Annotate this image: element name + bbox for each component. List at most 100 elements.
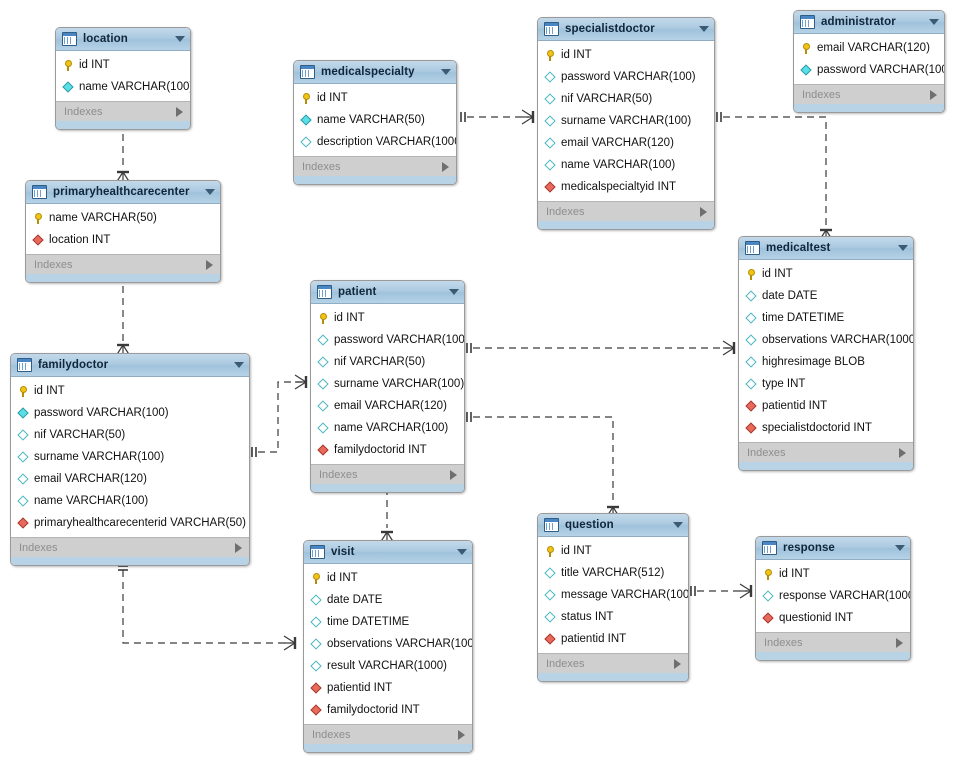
column-row[interactable]: medicalspecialtyid INT [538,176,714,198]
triangle-right-icon[interactable] [930,89,937,100]
column-row[interactable]: description VARCHAR(1000) [294,131,456,153]
indexes-section-patient[interactable]: Indexes [311,464,464,484]
column-row[interactable]: email VARCHAR(120) [311,395,464,417]
triangle-right-icon[interactable] [450,469,457,480]
triangle-right-icon[interactable] [899,447,906,458]
column-row[interactable]: name VARCHAR(50) [26,207,220,229]
column-row[interactable]: id INT [311,307,464,329]
column-row[interactable]: name VARCHAR(100) [56,76,190,98]
column-row[interactable]: patientid INT [739,395,913,417]
triangle-right-icon[interactable] [206,259,213,270]
table-header-response[interactable]: response [756,537,910,560]
column-row[interactable]: nif VARCHAR(50) [311,351,464,373]
table-header-familydoctor[interactable]: familydoctor [11,354,249,377]
column-row[interactable]: patientid INT [538,628,688,650]
chevron-down-icon[interactable] [175,36,185,42]
table-header-question[interactable]: question [538,514,688,537]
column-row[interactable]: id INT [538,540,688,562]
column-row[interactable]: id INT [756,563,910,585]
chevron-down-icon[interactable] [457,549,467,555]
column-row[interactable]: title VARCHAR(512) [538,562,688,584]
triangle-right-icon[interactable] [700,206,707,217]
indexes-section-primaryhealthcarecenter[interactable]: Indexes [26,254,220,274]
rel-specialistdoctor-medicaltest[interactable] [716,112,834,242]
column-row[interactable]: id INT [538,44,714,66]
column-row[interactable]: surname VARCHAR(100) [11,446,249,468]
rel-familydoctor-patient[interactable] [251,374,308,457]
table-header-administrator[interactable]: administrator [794,11,944,34]
column-row[interactable]: location INT [26,229,220,251]
indexes-section-visit[interactable]: Indexes [304,724,472,744]
column-row[interactable]: password VARCHAR(100) [11,402,249,424]
column-row[interactable]: observations VARCHAR(1000) [739,329,913,351]
chevron-down-icon[interactable] [234,362,244,368]
table-header-medicalspecialty[interactable]: medicalspecialty [294,61,456,84]
table-header-location[interactable]: location [56,28,190,51]
column-row[interactable]: email VARCHAR(120) [794,37,944,59]
indexes-section-question[interactable]: Indexes [538,653,688,673]
chevron-down-icon[interactable] [673,522,683,528]
column-row[interactable]: result VARCHAR(1000) [304,655,472,677]
column-row[interactable]: id INT [304,567,472,589]
column-row[interactable]: familydoctorid INT [304,699,472,721]
rel-patient-medicaltest[interactable] [466,340,736,356]
chevron-down-icon[interactable] [205,189,215,195]
column-row[interactable]: password VARCHAR(100) [794,59,944,81]
table-header-medicaltest[interactable]: medicaltest [739,237,913,260]
column-row[interactable]: nif VARCHAR(50) [538,88,714,110]
indexes-section-familydoctor[interactable]: Indexes [11,537,249,557]
chevron-down-icon[interactable] [449,289,459,295]
column-row[interactable]: familydoctorid INT [311,439,464,461]
chevron-down-icon[interactable] [441,69,451,75]
column-row[interactable]: id INT [56,54,190,76]
column-row[interactable]: password VARCHAR(100) [311,329,464,351]
column-row[interactable]: specialistdoctorid INT [739,417,913,439]
column-row[interactable]: highresimage BLOB [739,351,913,373]
indexes-section-location[interactable]: Indexes [56,101,190,121]
column-row[interactable]: nif VARCHAR(50) [11,424,249,446]
column-row[interactable]: message VARCHAR(1000) [538,584,688,606]
rel-ms-specialty-specialistdoctor[interactable] [460,109,535,125]
column-row[interactable]: surname VARCHAR(100) [311,373,464,395]
column-row[interactable]: response VARCHAR(1000) [756,585,910,607]
column-row[interactable]: name VARCHAR(100) [11,490,249,512]
column-row[interactable]: id INT [11,380,249,402]
triangle-right-icon[interactable] [235,542,242,553]
column-row[interactable]: email VARCHAR(120) [538,132,714,154]
column-row[interactable]: type INT [739,373,913,395]
indexes-section-response[interactable]: Indexes [756,632,910,652]
chevron-down-icon[interactable] [929,19,939,25]
table-administrator[interactable]: administrator email VARCHAR(120)password … [793,10,945,113]
column-row[interactable]: id INT [739,263,913,285]
triangle-right-icon[interactable] [442,161,449,172]
column-row[interactable]: questionid INT [756,607,910,629]
column-row[interactable]: observations VARCHAR(1000) [304,633,472,655]
indexes-section-medicaltest[interactable]: Indexes [739,442,913,462]
rel-patient-question[interactable] [466,412,621,519]
column-row[interactable]: password VARCHAR(100) [538,66,714,88]
rel-question-response[interactable] [690,583,753,599]
column-row[interactable]: email VARCHAR(120) [11,468,249,490]
indexes-section-specialistdoctor[interactable]: Indexes [538,201,714,221]
column-row[interactable]: primaryhealthcarecenterid VARCHAR(50) [11,512,249,534]
triangle-right-icon[interactable] [458,729,465,740]
chevron-down-icon[interactable] [895,545,905,551]
table-header-visit[interactable]: visit [304,541,472,564]
indexes-section-administrator[interactable]: Indexes [794,84,944,104]
column-row[interactable]: name VARCHAR(50) [294,109,456,131]
table-header-patient[interactable]: patient [311,281,464,304]
column-row[interactable]: time DATETIME [304,611,472,633]
indexes-section-medicalspecialty[interactable]: Indexes [294,156,456,176]
column-row[interactable]: time DATETIME [739,307,913,329]
column-row[interactable]: status INT [538,606,688,628]
triangle-right-icon[interactable] [176,106,183,117]
